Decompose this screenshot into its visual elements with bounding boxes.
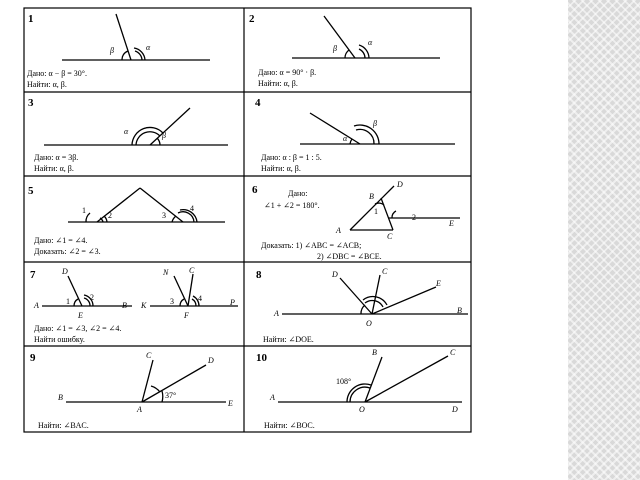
point-k-label: K — [140, 301, 147, 310]
angle-1-label: 1 — [374, 207, 378, 216]
problem-number: 3 — [28, 97, 34, 109]
angle-value-label: 37° — [165, 391, 176, 400]
problem-number: 5 — [28, 185, 34, 197]
point-a-label: A — [335, 226, 341, 235]
find-text: Найти ошибку. — [34, 335, 85, 344]
point-n-label: N — [162, 268, 169, 277]
angle-2-label: 2 — [412, 213, 416, 222]
given-text: Дано: ∠1 = ∠4. — [34, 236, 87, 245]
given-text: Дано: α : β = 1 : 5. — [261, 153, 322, 162]
point-c-label: C — [146, 351, 152, 360]
problem-number: 6 — [252, 184, 258, 196]
problem-6: 6 Дано: ∠1 + ∠2 = 180°. D B 1 2 E A C До… — [252, 180, 460, 261]
angle-beta-label: β — [161, 131, 166, 140]
point-o-label: O — [366, 319, 372, 328]
point-d-label: D — [331, 270, 338, 279]
angle-3-label: 3 — [170, 297, 174, 306]
find-text: Найти: α, β. — [258, 79, 298, 88]
point-e-label: E — [77, 311, 83, 320]
angle-alpha-label: α — [343, 134, 348, 143]
angle-1-label: 1 — [82, 206, 86, 215]
angle-4-label: 4 — [198, 294, 202, 303]
given-text: Дано: α = 3β. — [34, 153, 78, 162]
angle-2-label: 2 — [108, 211, 112, 220]
point-a-label: A — [269, 393, 275, 402]
angle-2-label: 2 — [90, 293, 94, 302]
prove-line-1: Доказать: 1) ∠ABC = ∠ACB; — [261, 241, 361, 250]
point-e-label: E — [435, 279, 441, 288]
problem-1: 1 β α Дано: α − β = 30°. Найти: α, β. — [27, 13, 210, 89]
angle-1-label: 1 — [66, 297, 70, 306]
problem-number: 1 — [28, 13, 34, 25]
angle-value-label: 108° — [336, 377, 351, 386]
angle-beta-label: β — [372, 119, 377, 128]
point-p-label: P — [229, 298, 235, 307]
angle-alpha-label: α — [368, 38, 373, 47]
point-f-label: F — [183, 311, 189, 320]
find-text: Найти: α, β. — [34, 164, 74, 173]
problem-10: 10 B C 108° A O D Найти: ∠BOC. — [256, 348, 462, 430]
given-text: Дано: ∠1 = ∠3, ∠2 = ∠4. — [34, 324, 121, 333]
problem-number: 4 — [255, 97, 261, 109]
problem-number: 2 — [249, 13, 255, 25]
prove-line-2: 2) ∠DBC = ∠BCE. — [317, 252, 382, 261]
problem-5: 5 1 2 3 4 Дано: ∠1 = ∠4. Доказать: ∠2 = … — [28, 185, 225, 256]
problem-3: 3 α β Дано: α = 3β. Найти: α, β. — [28, 97, 228, 173]
point-b-label: B — [369, 192, 374, 201]
angle-beta-label: β — [109, 46, 114, 55]
given-text: Дано: α − β = 30°. — [27, 69, 87, 78]
point-c-label: C — [387, 232, 393, 241]
angle-3-label: 3 — [162, 211, 166, 220]
problem-number: 9 — [30, 352, 36, 364]
angle-4-label: 4 — [190, 204, 194, 213]
point-o-label: O — [359, 405, 365, 414]
point-b-label: B — [122, 301, 127, 310]
find-text: Найти: α, β. — [27, 80, 67, 89]
point-d-label: D — [451, 405, 458, 414]
find-text: Найти: α, β. — [261, 164, 301, 173]
point-c-label: C — [189, 266, 195, 275]
point-d-label: D — [396, 180, 403, 189]
worksheet-grid — [23, 7, 472, 433]
problem-7: 7 D A 1 2 B E K N C 3 4 P F Дано: ∠1 = ∠… — [30, 266, 238, 344]
problem-8: 8 D C E A B O Найти: ∠DOE. — [256, 267, 468, 344]
point-e-label: E — [227, 399, 233, 408]
find-text: Найти: ∠DOE. — [263, 335, 314, 344]
point-a-label: A — [273, 309, 279, 318]
point-c-label: C — [382, 267, 388, 276]
prove-text: Доказать: ∠2 = ∠3. — [34, 247, 101, 256]
given-text: Дано: α = 90° · β. — [258, 68, 316, 77]
find-text: Найти: ∠BOC. — [264, 421, 315, 430]
given-text: ∠1 + ∠2 = 180°. — [264, 201, 320, 210]
find-text: Найти: ∠BAC. — [38, 421, 89, 430]
problem-number: 7 — [30, 269, 36, 281]
point-a-label: A — [33, 301, 39, 310]
point-b-label: B — [58, 393, 63, 402]
given-heading: Дано: — [288, 189, 308, 198]
decorative-side-stripe — [568, 0, 640, 480]
point-d-label: D — [61, 267, 68, 276]
point-e-label: E — [448, 219, 454, 228]
problem-4: 4 α β Дано: α : β = 1 : 5. Найти: α, β. — [255, 97, 455, 173]
point-b-label: B — [372, 348, 377, 357]
angle-alpha-label: α — [124, 127, 129, 136]
problem-2: 2 β α Дано: α = 90° · β. Найти: α, β. — [249, 13, 440, 88]
point-b-label: B — [457, 306, 462, 315]
problem-number: 10 — [256, 352, 268, 364]
point-c-label: C — [450, 348, 456, 357]
point-a-label: A — [136, 405, 142, 414]
angle-beta-label: β — [332, 44, 337, 53]
problem-number: 8 — [256, 269, 262, 281]
angle-alpha-label: α — [146, 43, 151, 52]
problem-9: 9 C D 37° B A E Найти: ∠BAC. — [30, 351, 233, 430]
point-d-label: D — [207, 356, 214, 365]
